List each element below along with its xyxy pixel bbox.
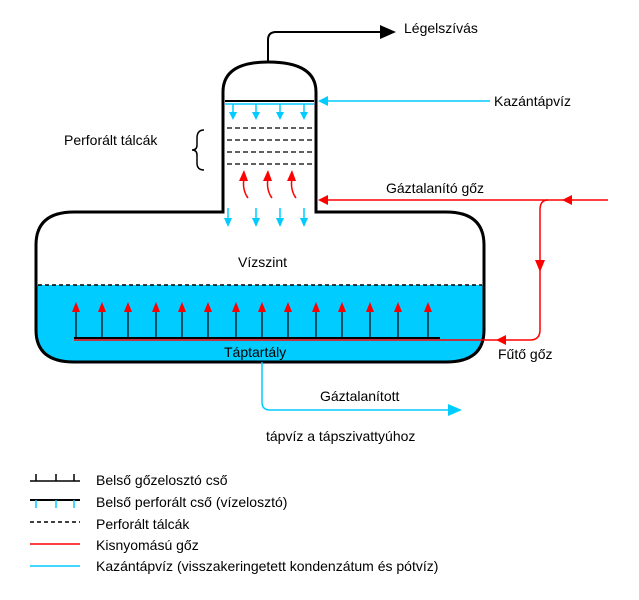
falling-water-arrows <box>224 208 308 227</box>
steam-risers <box>72 302 432 338</box>
steam-up-arrowhead <box>263 170 272 181</box>
steam-riser-arrowhead <box>232 302 240 312</box>
feed-water-label: Kazántápvíz <box>494 93 572 109</box>
steam-riser-arrowhead <box>424 302 432 312</box>
steam-up-arrowhead <box>287 170 296 181</box>
legend-symbols <box>30 474 80 567</box>
trays-bracket <box>191 129 205 171</box>
steam-riser-arrowhead <box>152 302 160 312</box>
spray-arrowhead <box>276 112 284 120</box>
spray-arrowhead <box>300 112 308 120</box>
falling-water-arrowhead <box>252 218 260 227</box>
deaerated-label-line2: tápvíz a tápszivattyúhoz <box>266 428 416 444</box>
deaerating-steam-label: Gáztalanító gőz <box>386 180 485 196</box>
steam-riser-arrowhead <box>72 302 80 312</box>
legend-label-trays: Perforált tálcák <box>96 516 190 532</box>
legend-label-steam-distributor: Belső gőzelosztó cső <box>96 472 228 488</box>
deaerated-outlet <box>261 362 448 411</box>
water-level-label: Vízszint <box>238 254 288 270</box>
steam-riser-arrowhead <box>124 302 132 312</box>
steam-up-arrowhead <box>239 170 248 181</box>
spray-arrowhead <box>229 112 237 120</box>
heating-steam-line <box>74 199 549 341</box>
heating-steam-label: Fűtő gőz <box>498 346 553 362</box>
spray-arrows-top <box>229 104 308 120</box>
perforated-trays-label: Perforált tálcák <box>64 132 158 148</box>
legend-label-feed-water: Kazántápvíz (visszakeringetett kondenzát… <box>96 558 439 574</box>
steam-riser-arrowhead <box>366 302 374 312</box>
steam-up-arrows <box>239 170 297 199</box>
steam-riser-arrowhead <box>98 302 106 312</box>
exhaust-arrow <box>380 25 396 39</box>
falling-water-arrowhead <box>300 218 308 227</box>
steam-riser-arrowhead <box>284 302 292 312</box>
legend-label-low-pressure-steam: Kisnyomású gőz <box>96 537 199 553</box>
deaerated-label-line1: Gáztalanított <box>320 388 400 404</box>
steam-riser-arrowhead <box>204 302 212 312</box>
vessel-outline <box>34 60 486 364</box>
steam-riser-arrowhead <box>338 302 346 312</box>
steam-riser-arrowhead <box>312 302 320 312</box>
exhaust-pipe <box>267 31 384 62</box>
tray-lines <box>227 127 312 165</box>
spray-arrowhead <box>252 112 260 120</box>
water-body <box>36 285 484 362</box>
falling-water-arrowhead <box>276 218 284 227</box>
legend-label-perforated-pipe: Belső perforált cső (vízelosztó) <box>96 494 288 510</box>
falling-water-arrowhead <box>224 218 232 227</box>
steam-riser-arrowhead <box>178 302 186 312</box>
exhaust-label: Légelszívás <box>404 20 478 36</box>
steam-riser-arrowhead <box>258 302 266 312</box>
feed-tank-label: Táptartály <box>224 344 287 360</box>
steam-riser-arrowhead <box>394 302 402 312</box>
